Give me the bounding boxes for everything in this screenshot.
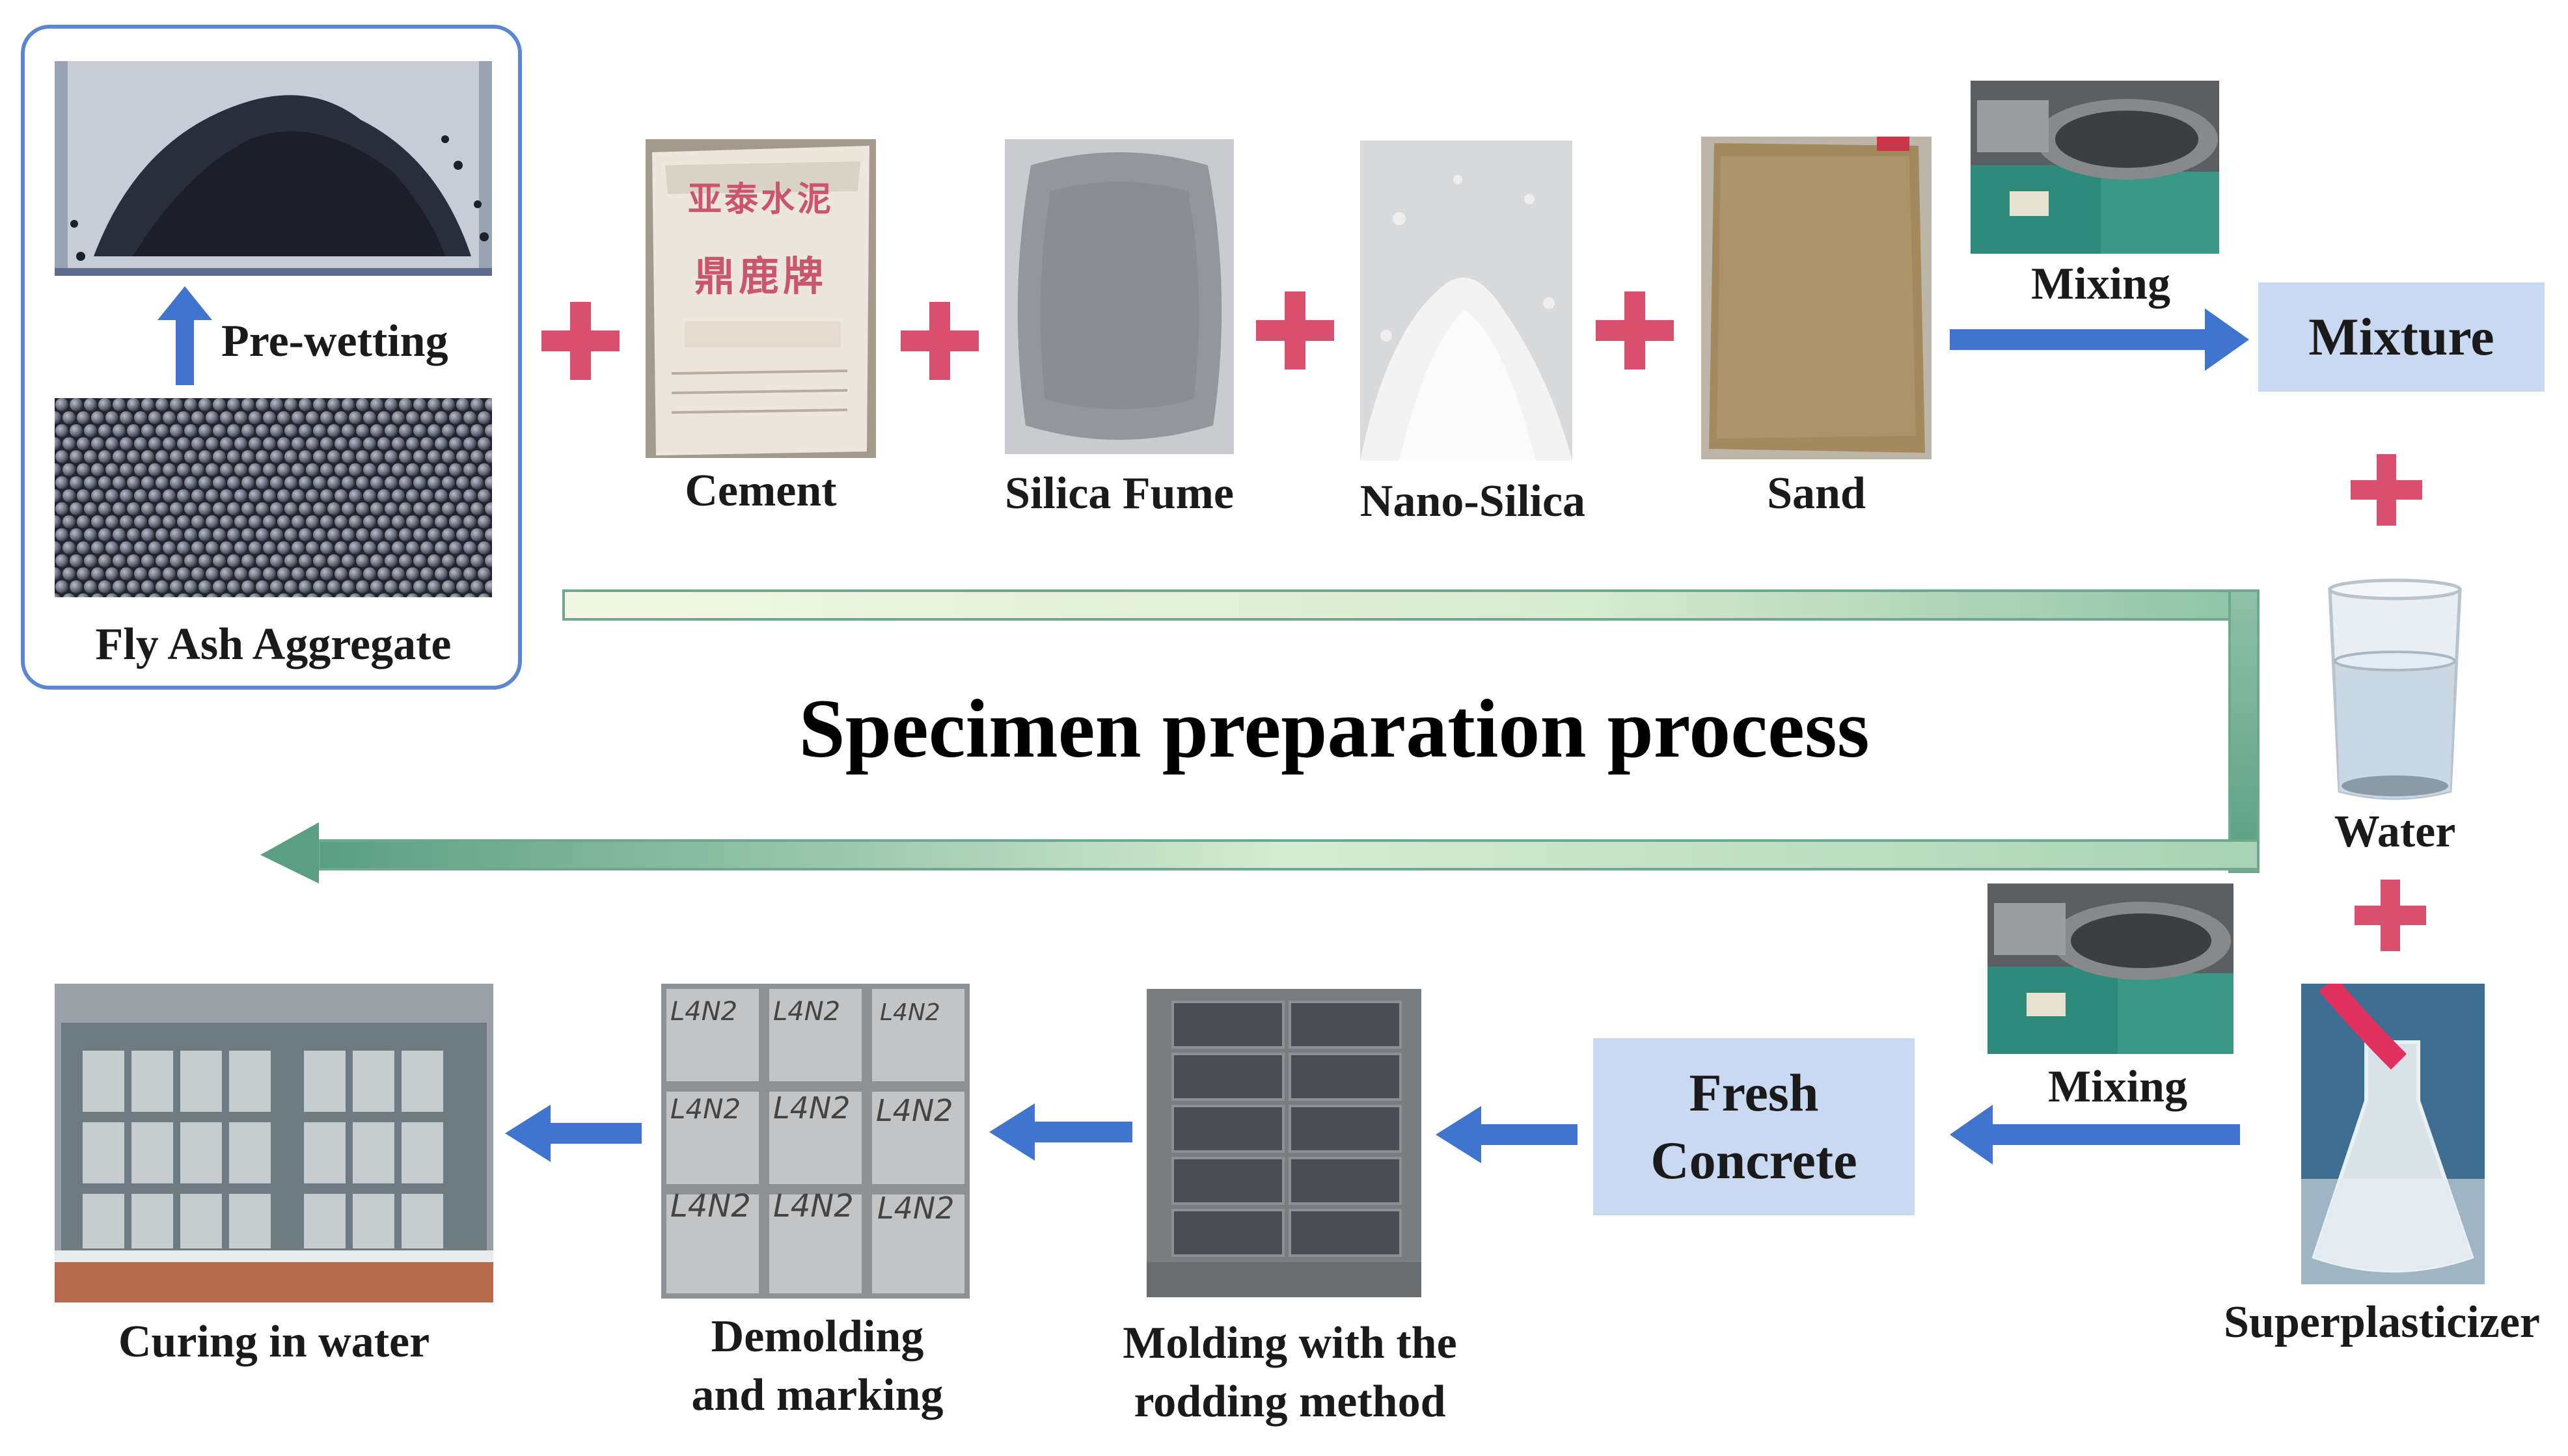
superplasticizer-label: Superplasticizer bbox=[2223, 1297, 2541, 1347]
pre-wetting-label: Pre-wetting bbox=[221, 316, 448, 366]
plus-icon bbox=[1256, 291, 1334, 370]
up-arrow-icon bbox=[157, 286, 212, 385]
nano-silica-photo bbox=[1360, 141, 1572, 461]
fly-ash-aggregate-label: Fly Ash Aggregate bbox=[95, 619, 452, 669]
molding-label-line2: rodding method bbox=[1134, 1377, 1446, 1427]
superplasticizer-photo bbox=[2301, 984, 2485, 1284]
demolding-label-line1: Demolding bbox=[711, 1312, 924, 1362]
curing-label: Curing in water bbox=[118, 1317, 430, 1367]
sand-photo bbox=[1701, 137, 1932, 459]
specimen-mark: L4N2 bbox=[876, 1093, 953, 1128]
curing-photo bbox=[55, 984, 493, 1302]
plus-icon bbox=[901, 302, 979, 380]
sand-label: Sand bbox=[1767, 468, 1866, 519]
left-arrow-icon bbox=[989, 1103, 1132, 1161]
demolding-photo: L4N2 L4N2 L4N2 L4N2 L4N2 L4N2 L4N2 L4N2 … bbox=[661, 984, 970, 1299]
mixer-photo bbox=[1971, 81, 2219, 254]
left-arrow-icon bbox=[1436, 1106, 1578, 1163]
molding-label-line1: Molding with the bbox=[1123, 1318, 1457, 1368]
mixture-box: Mixture bbox=[2258, 282, 2545, 392]
demolding-label-line2: and marking bbox=[691, 1370, 944, 1420]
specimen-mark: L4N2 bbox=[670, 997, 738, 1027]
nano-silica-label: Nano-Silica bbox=[1359, 476, 1586, 526]
plus-icon bbox=[541, 302, 620, 380]
pre-wetted-aggregate-photo bbox=[55, 61, 492, 276]
specimen-mark: L4N2 bbox=[773, 997, 841, 1027]
mixture-label: Mixture bbox=[2308, 307, 2494, 366]
specimen-mark: L4N2 bbox=[877, 1191, 955, 1226]
diagram-title: Specimen preparation process bbox=[799, 682, 1870, 775]
silica-fume-photo bbox=[1005, 139, 1234, 454]
fly-ash-group-frame bbox=[21, 25, 522, 690]
specimen-mark: L4N2 bbox=[670, 1093, 741, 1125]
molding-photo bbox=[1147, 989, 1421, 1297]
cement-bag-photo: 亚泰水泥 鼎鹿牌 bbox=[646, 139, 876, 458]
left-arrow-icon bbox=[505, 1105, 642, 1162]
plus-icon bbox=[1596, 291, 1674, 370]
plus-icon bbox=[2351, 454, 2422, 526]
silica-fume-label: Silica Fume bbox=[1005, 468, 1234, 519]
water-glass-photo bbox=[2317, 576, 2473, 805]
cement-bag-brand-text: 亚泰水泥 bbox=[687, 180, 834, 219]
right-arrow-icon bbox=[1950, 308, 2249, 371]
specimen-mark: L4N2 bbox=[773, 1188, 854, 1224]
cement-bag-product-text: 鼎鹿牌 bbox=[694, 252, 827, 300]
specimen-mark: L4N2 bbox=[880, 999, 940, 1026]
plus-icon bbox=[2355, 880, 2426, 951]
fresh-concrete-box: Fresh Concrete bbox=[1593, 1038, 1915, 1215]
mixing-top-label: Mixing bbox=[2031, 259, 2170, 309]
left-arrow-icon bbox=[1950, 1105, 2240, 1165]
specimen-mark: L4N2 bbox=[773, 1090, 851, 1126]
fly-ash-aggregate-photo bbox=[55, 398, 492, 597]
fresh-concrete-line1: Fresh bbox=[1689, 1063, 1819, 1122]
mixing-bottom-label: Mixing bbox=[2048, 1062, 2187, 1112]
cement-label: Cement bbox=[685, 466, 837, 516]
fresh-concrete-line2: Concrete bbox=[1650, 1131, 1857, 1190]
process-flow-arrow bbox=[260, 589, 2260, 883]
specimen-mark: L4N2 bbox=[670, 1188, 751, 1224]
mixer-photo bbox=[1987, 883, 2233, 1054]
water-label: Water bbox=[2334, 807, 2456, 857]
